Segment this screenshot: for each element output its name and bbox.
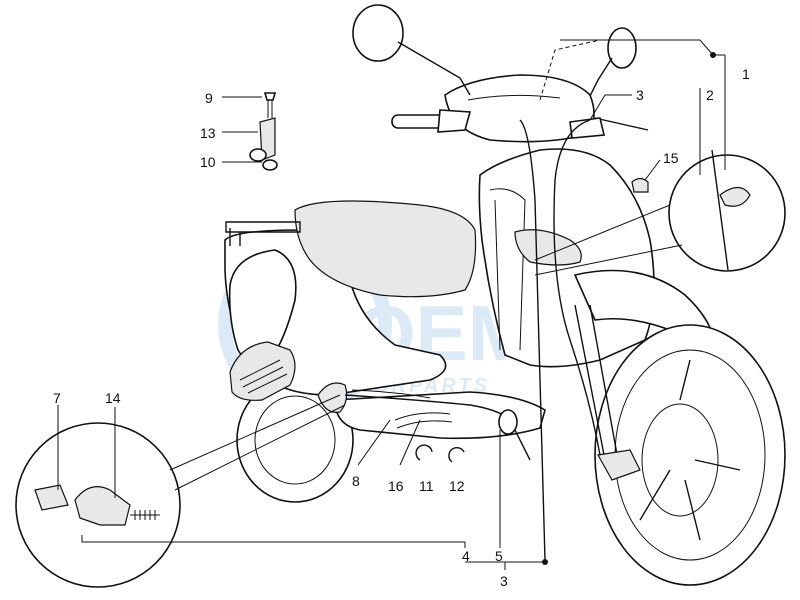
callout-labels: 1 2 3 9 13 10 15 7 14 8 16 11 12 4 5 3 (53, 66, 750, 589)
floor-mat-ridges (394, 412, 453, 429)
cable-front-brake (553, 119, 601, 456)
nut-part (262, 159, 278, 171)
leader-1 (560, 39, 714, 56)
bracket-part (249, 117, 276, 162)
adjuster-nut-part (34, 484, 69, 511)
callout-8: 8 (352, 473, 360, 489)
callout-9: 9 (205, 90, 213, 106)
callout-7: 7 (53, 390, 61, 406)
bracket-3-dot (542, 559, 548, 565)
callout-11: 11 (419, 478, 434, 494)
callout-16: 16 (388, 478, 404, 494)
circlip-11 (415, 444, 433, 461)
callout-3-top: 3 (636, 87, 644, 103)
muffler-heat-shield-lines (239, 359, 288, 394)
headset-top-grill (467, 94, 561, 101)
adjuster-bracket-part (74, 486, 131, 526)
grommet-part (498, 409, 518, 435)
cable-main-long (519, 119, 546, 561)
callout-10: 10 (200, 154, 216, 170)
callout-1: 1 (742, 66, 750, 82)
callout-13: 13 (200, 125, 216, 141)
detail-circle-cable-clip (534, 149, 786, 276)
luggage-rack (225, 221, 301, 246)
floorboard (334, 391, 546, 440)
detail-cable-clip (719, 186, 751, 207)
detail-cable-segment (711, 149, 729, 271)
callout-2: 2 (706, 87, 714, 103)
handlebar-left (391, 109, 472, 133)
front-brake-caliper (597, 449, 641, 481)
callout-5: 5 (495, 548, 503, 564)
mirror-right (589, 27, 637, 97)
detail-circle-connector-lines-2 (169, 394, 346, 491)
circlip-parts (415, 444, 465, 463)
bolt-part (263, 92, 277, 118)
circlip-12 (448, 446, 465, 463)
tail-fender (228, 249, 297, 365)
detail-circle-connector-lines (534, 204, 683, 276)
leader-16 (399, 419, 421, 466)
small-parts-top-left (249, 92, 278, 171)
callout-14: 14 (105, 390, 121, 406)
handlebar-right (569, 117, 649, 139)
rear-brake-drum-hub (317, 382, 348, 413)
leader-8 (357, 419, 391, 466)
guide-line-cable-top (539, 39, 601, 101)
cable-throttle (351, 389, 431, 399)
leader-4 (81, 535, 466, 548)
leg-shield-inner (489, 188, 526, 351)
cable-clip-part (631, 177, 649, 193)
mirror-left (352, 4, 471, 96)
front-wheel (594, 324, 786, 586)
callout-15: 15 (663, 150, 679, 166)
leader-3-top (589, 94, 632, 121)
detail-circle-adjuster (15, 394, 346, 588)
leader-15 (644, 159, 661, 181)
callout-4: 4 (462, 548, 470, 564)
scooter-illustration (224, 4, 786, 586)
adjuster-bolt-part (130, 510, 160, 520)
callout-12: 12 (449, 478, 465, 494)
leader-lines (57, 39, 726, 570)
callout-3-bottom: 3 (500, 573, 508, 589)
side-cover-recess (514, 229, 582, 266)
seat (294, 200, 477, 298)
